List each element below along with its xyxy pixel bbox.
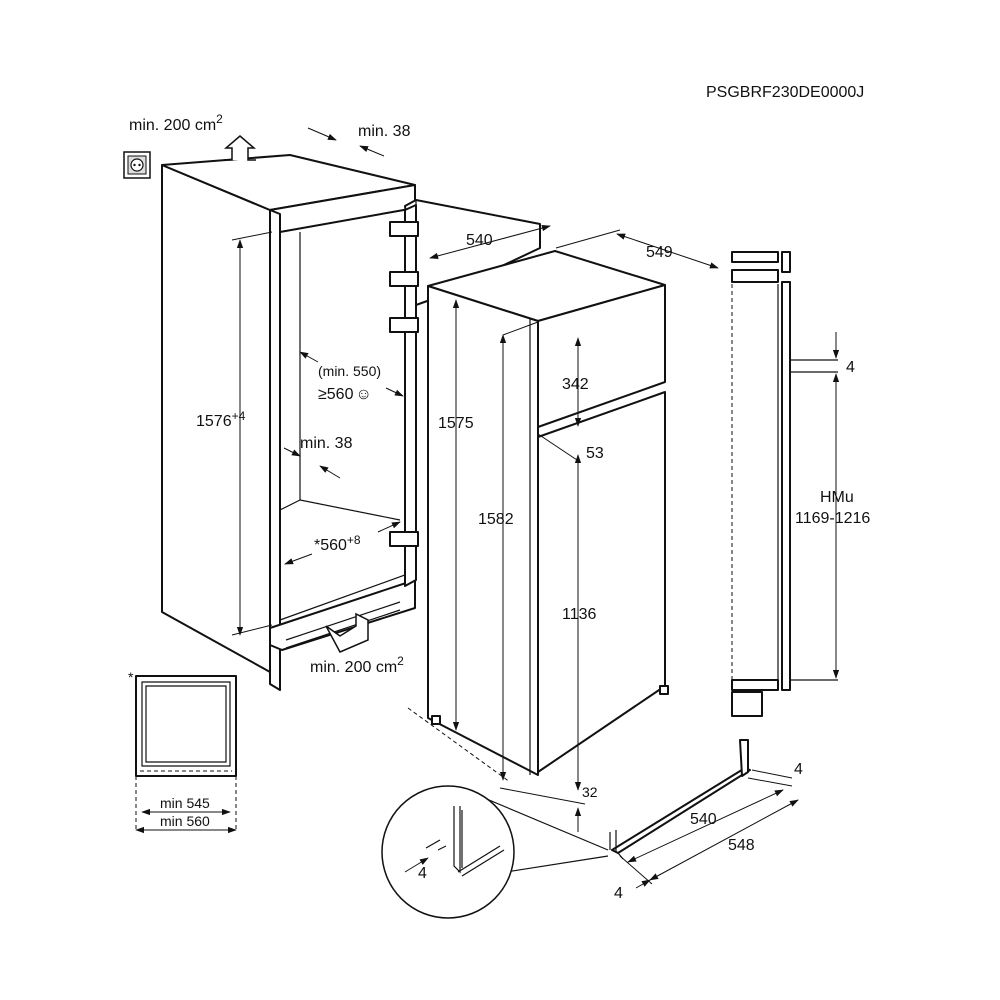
top-gap-label: min. 38 bbox=[358, 123, 411, 140]
door-height-dimension bbox=[499, 321, 539, 781]
side-gap-label: min. 38 bbox=[300, 435, 353, 452]
wall-socket-icon bbox=[123, 151, 151, 179]
detail-gap-label: 4 bbox=[418, 865, 427, 882]
vent-bottom-arrow-icon bbox=[325, 612, 369, 653]
door-gap-label: 53 bbox=[586, 445, 604, 462]
appliance-depth-label: 549 bbox=[646, 244, 673, 261]
detail-leader-top bbox=[469, 791, 609, 851]
side-profile bbox=[731, 251, 838, 717]
detail-leader-bottom bbox=[505, 855, 609, 873]
niche-depth-dimension bbox=[299, 351, 404, 397]
floor-line bbox=[407, 707, 511, 783]
hmu-label: HMu bbox=[820, 489, 854, 506]
floor-gap-left-dimension bbox=[635, 879, 651, 889]
side-gap-dimension bbox=[283, 447, 341, 479]
lower-door-label: 1136 bbox=[562, 606, 597, 623]
door-height-label: 1582 bbox=[478, 511, 514, 528]
niche-depth-label: ≥560☺ bbox=[318, 386, 372, 403]
side-gap-4-label: 4 bbox=[846, 359, 855, 376]
appliance-width-dimension bbox=[429, 225, 551, 259]
appliance-body bbox=[427, 250, 669, 776]
front-view-min545-label: min 545 bbox=[160, 795, 210, 811]
detail-gap-dimension bbox=[404, 845, 447, 873]
hmu-range: 1169-1216 bbox=[795, 510, 870, 527]
floor-total-width-label: 548 bbox=[728, 837, 755, 854]
floor-gap-left-label: 4 bbox=[614, 885, 623, 902]
niche-depth-min-label: (min. 550) bbox=[318, 363, 381, 379]
floor-gap-right-label: 4 bbox=[794, 761, 803, 778]
floor-door-width-label: 540 bbox=[690, 811, 717, 828]
door-hinge-icon bbox=[389, 221, 419, 547]
front-view-asterisk: * bbox=[128, 669, 134, 685]
vent-up-arrow-icon bbox=[223, 135, 257, 161]
door-gap-dimension bbox=[537, 433, 581, 463]
bottom-gap-dimension bbox=[499, 787, 586, 832]
niche-width-label: *560+8 bbox=[314, 533, 361, 554]
bottom-gap-label: 32 bbox=[582, 784, 598, 800]
model-code: PSGBRF230DE0000J bbox=[706, 84, 864, 101]
niche-width-dimension bbox=[284, 521, 401, 565]
front-view-min560-label: min 560 bbox=[160, 813, 210, 829]
top-gap-dimension bbox=[307, 127, 385, 157]
floor-total-width-dimension bbox=[619, 799, 799, 885]
appliance-width-label: 540 bbox=[466, 232, 493, 249]
vent-top-label: min. 200 cm2 bbox=[129, 112, 223, 134]
front-view-frame bbox=[135, 675, 237, 830]
appliance-depth-dimension bbox=[555, 229, 719, 269]
niche-height-dimension bbox=[231, 231, 273, 636]
floor-gap-right-dimension bbox=[747, 769, 793, 787]
upper-door-label: 342 bbox=[562, 376, 589, 393]
cabinet-height-label: 1575 bbox=[438, 415, 474, 432]
detail-magnifier bbox=[381, 785, 515, 919]
niche-height-label: 1576+4 bbox=[196, 409, 246, 430]
vent-bottom-label: min. 200 cm2 bbox=[310, 654, 404, 676]
